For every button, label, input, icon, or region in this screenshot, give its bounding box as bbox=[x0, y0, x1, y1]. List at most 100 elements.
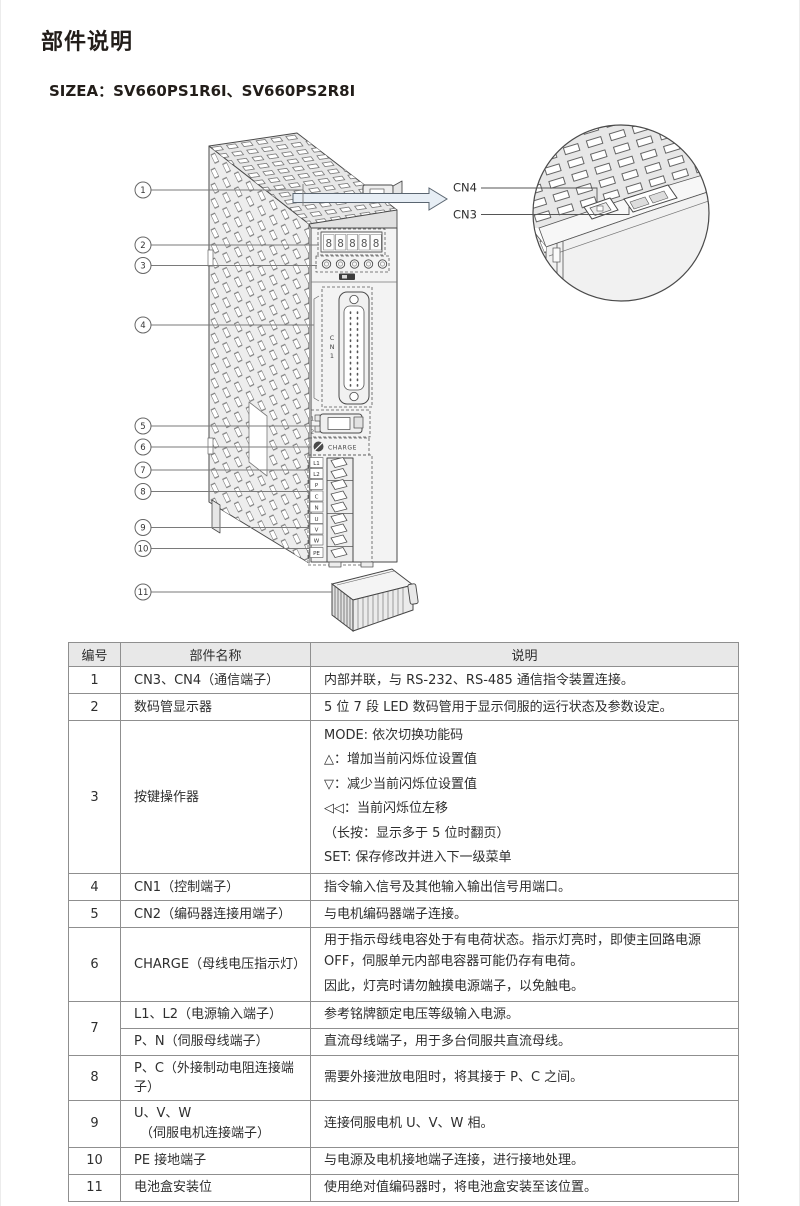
callout-7: 7 bbox=[140, 466, 145, 476]
table-row: 9 U、V、W （伺服电机连接端子） 连接伺服电机 U、V、W 相。 bbox=[68, 1099, 739, 1148]
callout-2: 2 bbox=[140, 241, 145, 251]
desc-line: 因此，灯亮时请勿触摸电源端子，以免触电。 bbox=[324, 979, 585, 995]
cn1-connector: C N 1 bbox=[313, 286, 373, 408]
part-desc: 直流母线端子，用于多台伺服共直流母线。 bbox=[310, 1027, 739, 1056]
part-name: P、N（伺服母线端子） bbox=[120, 1027, 311, 1056]
desc-line: SET: 保存修改并进入下一级菜单 bbox=[324, 850, 512, 866]
svg-text:W: W bbox=[314, 539, 320, 545]
model-subtitle: SIZEA：SV660PS1R6I、SV660PS2R8I bbox=[49, 82, 356, 100]
table-row: 6 CHARGE（母线电压指示灯） 用于指示母线电容处于有电荷状态。指示灯亮时，… bbox=[68, 927, 739, 1002]
callout-4: 4 bbox=[140, 321, 145, 331]
row-id: 5 bbox=[68, 900, 121, 929]
part-name: CN3、CN4（通信端子） bbox=[120, 666, 311, 694]
part-desc: 与电机编码器端子连接。 bbox=[310, 900, 739, 929]
part-desc: 与电源及电机接地端子连接，进行接地处理。 bbox=[310, 1146, 739, 1175]
table-row: 2 数码管显示器 5 位 7 段 LED 数码管用于显示伺服的运行状态及参数设定… bbox=[68, 693, 739, 721]
part-name: U、V、W （伺服电机连接端子） bbox=[120, 1099, 311, 1148]
part-desc: 使用绝对值编码器时，将电池盒安装至该位置。 bbox=[310, 1173, 739, 1202]
table-header-row: 编号 部件名称 说明 bbox=[68, 642, 739, 667]
side-label-area bbox=[248, 401, 268, 477]
svg-text:U: U bbox=[314, 517, 318, 523]
display-digit: 8 bbox=[325, 237, 332, 250]
svg-text:P: P bbox=[315, 483, 319, 489]
header-name: 部件名称 bbox=[120, 642, 311, 667]
part-desc: 指令输入信号及其他输入输出信号用端口。 bbox=[310, 873, 739, 902]
svg-text:PE: PE bbox=[313, 551, 320, 557]
svg-text:L1: L1 bbox=[313, 461, 320, 467]
part-name: P、C（外接制动电阻连接端子） bbox=[120, 1054, 311, 1101]
table-row: 10 PE 接地端子 与电源及电机接地端子连接，进行接地处理。 bbox=[68, 1146, 739, 1175]
table-row: 1 CN3、CN4（通信端子） 内部并联，与 RS-232、RS-485 通信指… bbox=[68, 666, 739, 694]
desc-line: MODE: 依次切换功能码 bbox=[324, 728, 464, 743]
charge-label: CHARGE bbox=[328, 445, 357, 452]
desc-line: 用于指示母线电容处于有电荷状态。指示灯亮时，即使主回路电源 OFF，伺服单元内部… bbox=[324, 933, 702, 969]
side-vent-panel bbox=[207, 145, 310, 564]
display-digit: 8 bbox=[337, 237, 344, 250]
table-row: 5 CN2（编码器连接用端子） 与电机编码器端子连接。 bbox=[68, 900, 739, 929]
part-desc: 用于指示母线电容处于有电荷状态。指示灯亮时，即使主回路电源 OFF，伺服单元内部… bbox=[310, 927, 739, 1002]
row-id: 2 bbox=[68, 693, 121, 721]
row-id: 7 bbox=[68, 1000, 121, 1056]
part-desc: 连接伺服电机 U、V、W 相。 bbox=[310, 1099, 739, 1148]
cn4-label: CN4 bbox=[453, 181, 477, 195]
callout-10: 10 bbox=[138, 545, 149, 555]
cn1-label: C N 1 bbox=[330, 334, 335, 360]
part-name: CHARGE（母线电压指示灯） bbox=[120, 927, 311, 1002]
svg-text:2: 2 bbox=[311, 430, 314, 436]
row-id: 8 bbox=[68, 1054, 121, 1101]
svg-text:C: C bbox=[315, 495, 319, 501]
part-desc: MODE: 依次切换功能码 △：增加当前闪烁位设置值 ▽：减少当前闪烁位设置值 … bbox=[310, 719, 739, 875]
part-name: 按键操作器 bbox=[120, 719, 311, 875]
callout-8: 8 bbox=[140, 488, 145, 498]
name-line: U、V、W bbox=[134, 1105, 192, 1121]
header-desc: 说明 bbox=[310, 642, 739, 667]
display-digit: 8 bbox=[373, 237, 380, 250]
desc-line: △：增加当前闪烁位设置值 bbox=[324, 752, 477, 768]
detail-circle bbox=[532, 124, 710, 302]
svg-text:N: N bbox=[314, 506, 318, 512]
svg-text:N: N bbox=[330, 343, 335, 351]
svg-text:V: V bbox=[315, 528, 319, 534]
svg-text:L2: L2 bbox=[313, 472, 320, 478]
table-row: P、N（伺服母线端子） 直流母线端子，用于多台伺服共直流母线。 bbox=[69, 1027, 739, 1056]
desc-line: ◁◁：当前闪烁位左移 bbox=[324, 801, 448, 817]
cn4-port bbox=[583, 197, 619, 220]
page-title: 部件说明 bbox=[41, 30, 134, 55]
led-display: 8 8 8 8 8 bbox=[317, 228, 386, 256]
row-id: 4 bbox=[68, 873, 121, 902]
callout-3: 3 bbox=[140, 262, 145, 272]
part-name: L1、L2（电源输入端子） bbox=[120, 1000, 311, 1029]
display-digit: 8 bbox=[361, 237, 368, 250]
connector-labels: CN4 CN3 bbox=[453, 181, 630, 222]
callout-5: 5 bbox=[140, 422, 145, 432]
mounting-foot bbox=[211, 499, 221, 534]
part-desc: 内部并联，与 RS-232、RS-485 通信指令装置连接。 bbox=[310, 666, 739, 694]
table-row: 7 L1、L2（电源输入端子） 参考铭牌额定电压等级输入电源。 bbox=[68, 1000, 739, 1056]
row-id: 1 bbox=[68, 666, 121, 694]
zoom-arrow-icon bbox=[292, 187, 448, 211]
part-name: CN1（控制端子） bbox=[120, 873, 311, 902]
battery-box bbox=[330, 568, 419, 633]
charge-indicator: CHARGE bbox=[308, 437, 370, 456]
cn3-port bbox=[623, 184, 678, 213]
svg-text:1: 1 bbox=[311, 417, 314, 423]
header-id: 编号 bbox=[68, 642, 121, 667]
part-desc: 需要外接泄放电阻时，将其接于 P、C 之间。 bbox=[310, 1054, 739, 1101]
part-name: CN2（编码器连接用端子） bbox=[120, 900, 311, 929]
table-row: 11 电池盒安装位 使用绝对值编码器时，将电池盒安装至该位置。 bbox=[68, 1173, 739, 1202]
desc-line: ▽：减少当前闪烁位设置值 bbox=[324, 776, 477, 792]
part-desc: 5 位 7 段 LED 数码管用于显示伺服的运行状态及参数设定。 bbox=[310, 693, 739, 721]
callout-6: 6 bbox=[140, 443, 145, 453]
callouts: 1 2 3 4 5 6 7 8 9 10 11 bbox=[134, 181, 332, 601]
row-id: 10 bbox=[68, 1146, 121, 1175]
terminal-labels: L1 L2 P C N U V W PE bbox=[309, 457, 324, 558]
row-id: 9 bbox=[68, 1099, 121, 1148]
drive-body: 8 8 8 8 8 bbox=[207, 132, 403, 568]
callout-11: 11 bbox=[138, 588, 149, 598]
part-desc: 参考铭牌额定电压等级输入电源。 bbox=[310, 1000, 739, 1029]
row-id: 3 bbox=[68, 719, 121, 875]
desc-line: （长按：显示多于 5 位时翻页） bbox=[324, 825, 510, 841]
table-row: 4 CN1（控制端子） 指令输入信号及其他输入输出信号用端口。 bbox=[68, 873, 739, 902]
battery-latch bbox=[407, 583, 419, 605]
cn2-connector: 1 2 bbox=[310, 409, 371, 438]
